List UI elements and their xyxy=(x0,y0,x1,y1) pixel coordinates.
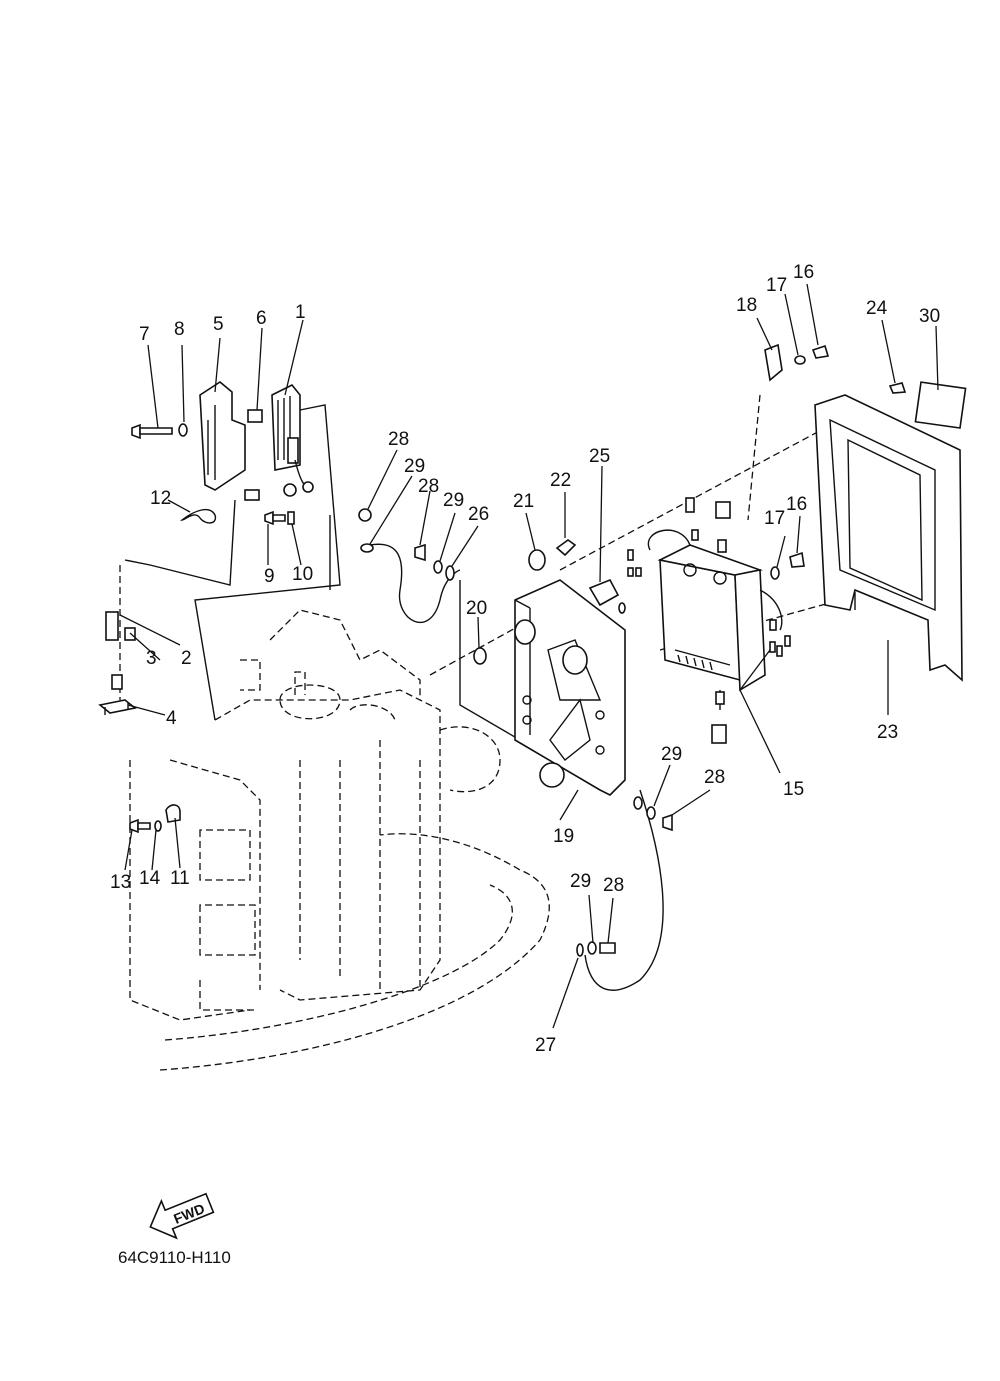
callout-16a: 16 xyxy=(793,262,814,283)
callout-4: 4 xyxy=(166,708,177,729)
callout-28c: 28 xyxy=(704,767,725,788)
callout-6: 6 xyxy=(256,308,267,329)
callout-29b: 29 xyxy=(443,490,464,511)
callout-29c: 29 xyxy=(661,744,682,765)
ecu-cover xyxy=(814,381,967,682)
callout-18: 18 xyxy=(736,295,757,316)
fwd-arrow: FWD xyxy=(149,1192,215,1240)
callout-29a: 29 xyxy=(404,456,425,477)
callout-11: 11 xyxy=(170,868,190,889)
callout-labels: 1 2 3 4 5 6 7 8 9 10 11 12 13 14 15 16 1… xyxy=(110,262,940,1056)
callout-26: 26 xyxy=(468,504,489,525)
callout-14: 14 xyxy=(139,868,161,889)
mounting-bracket xyxy=(199,381,260,501)
callout-12: 12 xyxy=(150,488,171,509)
callout-17b: 17 xyxy=(764,508,785,529)
callout-28d: 28 xyxy=(603,875,624,896)
callout-30: 30 xyxy=(919,306,940,327)
leader-lines xyxy=(119,283,939,1029)
engine-block-phantom xyxy=(129,609,550,1071)
callout-1: 1 xyxy=(295,302,306,323)
callout-10: 10 xyxy=(292,564,313,585)
callout-19: 19 xyxy=(553,826,574,847)
callout-3: 3 xyxy=(146,648,157,669)
base-plate xyxy=(514,579,626,796)
engine-control-unit xyxy=(627,497,791,744)
callout-28a: 28 xyxy=(388,429,409,450)
callout-9: 9 xyxy=(264,566,275,587)
diagram-code: 64C9110-H110 xyxy=(118,1248,231,1267)
callout-23: 23 xyxy=(877,722,898,743)
cdi-unit xyxy=(271,383,314,497)
callout-25: 25 xyxy=(589,446,610,467)
callout-20: 20 xyxy=(466,598,487,619)
callout-7: 7 xyxy=(139,324,150,345)
callout-16b: 16 xyxy=(786,494,807,515)
fasteners xyxy=(98,343,907,957)
callout-15: 15 xyxy=(783,779,804,800)
callout-2: 2 xyxy=(181,648,192,669)
callout-28b: 28 xyxy=(418,476,439,497)
callout-29d: 29 xyxy=(570,871,591,892)
callout-5: 5 xyxy=(213,314,224,335)
callout-21: 21 xyxy=(513,491,534,512)
callout-24: 24 xyxy=(866,298,888,319)
callout-22: 22 xyxy=(550,470,571,491)
wire-routes xyxy=(119,394,841,991)
callout-13: 13 xyxy=(110,872,131,893)
callout-17a: 17 xyxy=(766,275,787,296)
callout-27: 27 xyxy=(535,1035,556,1056)
callout-8: 8 xyxy=(174,319,185,340)
